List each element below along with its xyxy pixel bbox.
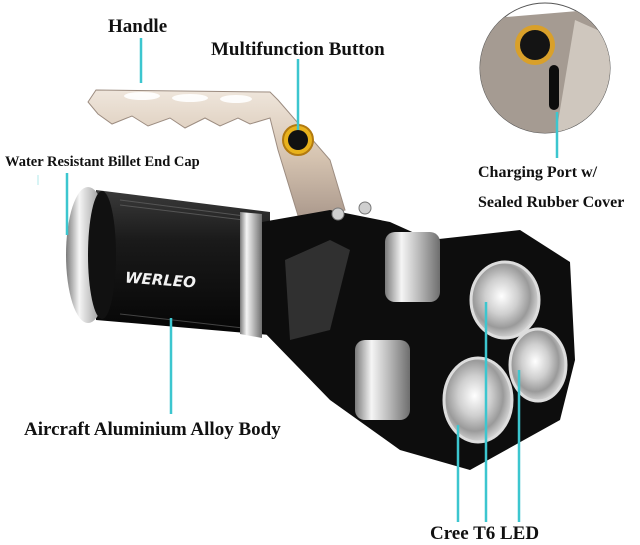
callout-lines	[37, 38, 559, 522]
callout-charging-port-line2: Sealed Rubber Cover	[478, 194, 625, 211]
callout-body: Aircraft Aluminium Alloy Body	[24, 419, 281, 440]
callout-end-cap: Water Resistant Billet End Cap	[5, 154, 200, 170]
callout-multifunction-button: Multifunction Button	[211, 39, 385, 60]
charging-port-inset	[479, 2, 611, 134]
handle-part	[87, 89, 346, 223]
callout-led: Cree T6 LED	[430, 523, 540, 544]
callout-handle: Handle	[108, 16, 168, 37]
led-heads	[442, 260, 568, 444]
multifunction-button-part	[282, 124, 314, 156]
callout-charging-port-line1: Charging Port w/	[478, 164, 598, 181]
brand-logo: WERLEO	[124, 269, 196, 292]
